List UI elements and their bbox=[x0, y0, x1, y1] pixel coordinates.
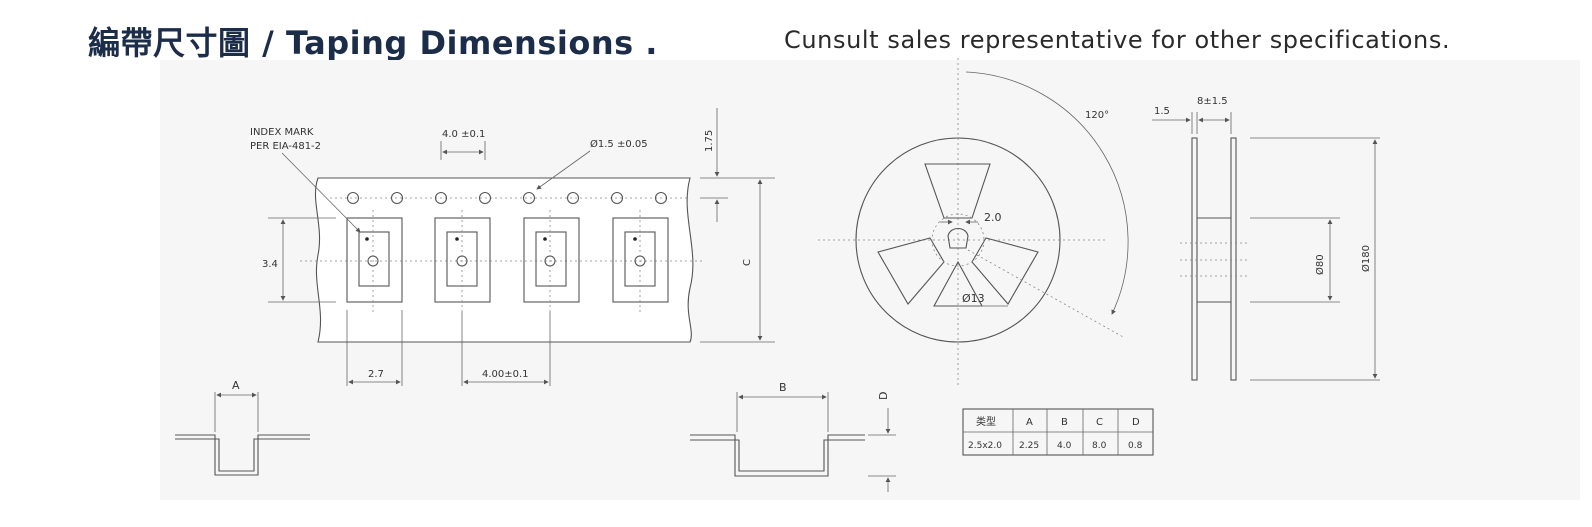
pocket bbox=[434, 210, 491, 312]
svg-text:D: D bbox=[877, 392, 890, 400]
pocket-height-dimension: 3.4 bbox=[262, 217, 336, 303]
svg-text:Ø180: Ø180 bbox=[1360, 245, 1372, 272]
table-cell: 2.5x2.0 bbox=[968, 441, 1002, 451]
svg-text:2.0: 2.0 bbox=[984, 211, 1002, 224]
section-view-a: A bbox=[175, 379, 310, 476]
table-cell: 0.8 bbox=[1128, 441, 1143, 451]
spec-table: 类型 A B C D 2.5x2.0 2.25 4.0 8.0 0.8 bbox=[962, 408, 1154, 456]
svg-text:Ø13: Ø13 bbox=[962, 292, 985, 305]
svg-text:3.4: 3.4 bbox=[262, 259, 278, 270]
svg-text:Ø80: Ø80 bbox=[1314, 254, 1326, 275]
svg-text:120°: 120° bbox=[1085, 110, 1109, 121]
section-view-b: B D bbox=[690, 381, 896, 492]
svg-text:Ø1.5 ±0.05: Ø1.5 ±0.05 bbox=[590, 138, 648, 150]
svg-text:A: A bbox=[232, 379, 240, 392]
table-cell: 2.25 bbox=[1019, 441, 1039, 451]
svg-text:8±1.5: 8±1.5 bbox=[1197, 96, 1228, 107]
pockets bbox=[346, 210, 669, 312]
table-header: 类型 bbox=[976, 415, 996, 428]
carrier-tape bbox=[300, 177, 705, 343]
svg-text:B: B bbox=[779, 381, 787, 394]
pocket bbox=[612, 210, 669, 312]
spec-note: Cunsult sales representative for other s… bbox=[784, 26, 1451, 54]
index-mark-label: INDEX MARK bbox=[250, 127, 314, 138]
pocket-pitch-dimension: 4.00±0.1 bbox=[461, 312, 551, 386]
hole-pitch-dimension: 4.0 ±0.1 bbox=[440, 129, 486, 160]
reel-side-view: 1.5 8±1.5 Ø80 Ø180 bbox=[1152, 96, 1380, 381]
hole-diameter-callout: Ø1.5 ±0.05 bbox=[536, 138, 648, 190]
svg-text:1.5: 1.5 bbox=[1154, 106, 1170, 117]
reel-front-view: 2.0 Ø13 120° bbox=[818, 58, 1129, 388]
svg-text:4.00±0.1: 4.00±0.1 bbox=[482, 369, 529, 380]
svg-text:1.75: 1.75 bbox=[704, 130, 715, 152]
table-header: A bbox=[1026, 417, 1033, 428]
table-header: D bbox=[1132, 417, 1140, 428]
page-title: 編帶尺寸圖 / Taping Dimensions . bbox=[88, 24, 658, 62]
edge-dimension: 1.75 bbox=[700, 108, 775, 222]
pocket-width-dimension: 2.7 bbox=[346, 310, 403, 386]
pocket bbox=[346, 210, 403, 312]
table-cell: 4.0 bbox=[1057, 441, 1072, 451]
table-header: B bbox=[1061, 417, 1068, 428]
index-mark-label-2: PER EIA-481-2 bbox=[250, 141, 321, 152]
tape-width-dimension: C bbox=[700, 179, 775, 343]
pocket bbox=[523, 210, 580, 312]
table-header: C bbox=[1096, 417, 1103, 428]
svg-text:C: C bbox=[742, 259, 753, 266]
sprocket-holes bbox=[346, 191, 668, 205]
table-cell: 8.0 bbox=[1092, 441, 1107, 451]
svg-text:4.0 ±0.1: 4.0 ±0.1 bbox=[442, 129, 485, 140]
svg-text:2.7: 2.7 bbox=[368, 369, 384, 380]
